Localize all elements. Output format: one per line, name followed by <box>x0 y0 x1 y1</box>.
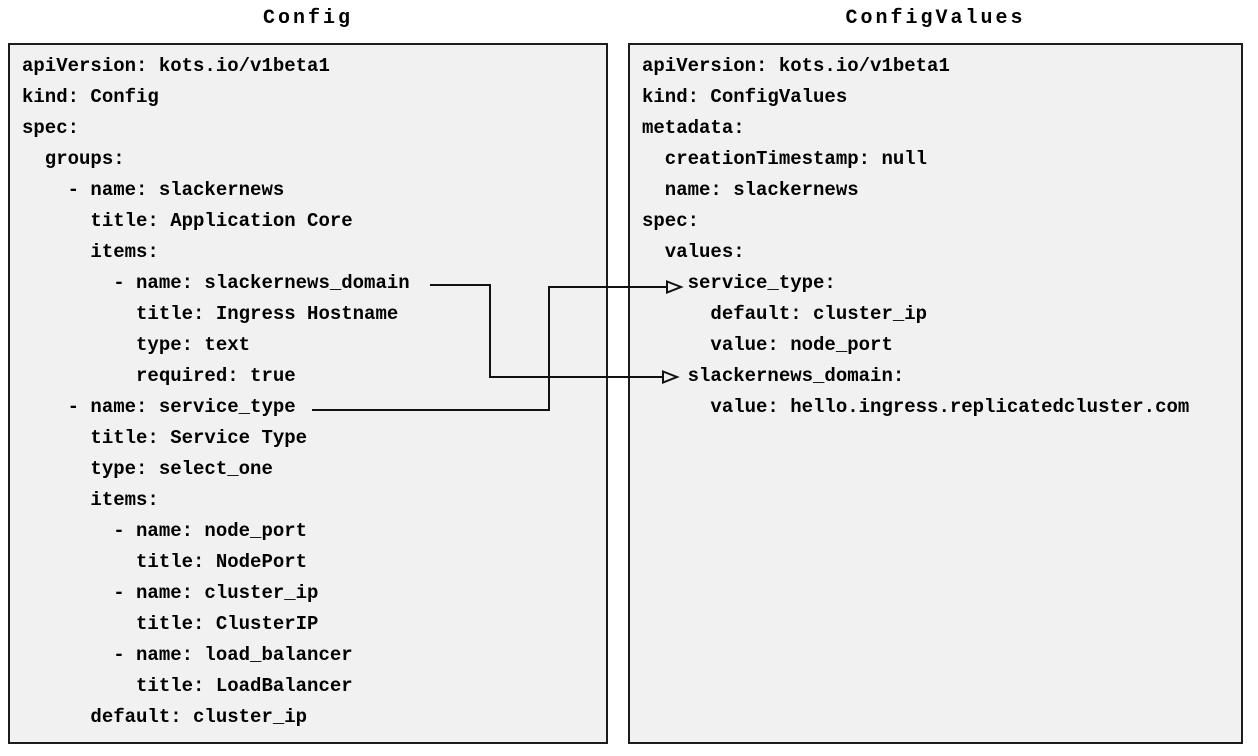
configvalues-yaml-panel: apiVersion: kots.io/v1beta1 kind: ConfigV… <box>628 43 1243 744</box>
code-line: title: LoadBalancer <box>22 675 353 697</box>
code-line: title: Ingress Hostname <box>22 303 399 325</box>
code-line: slackernews_domain: <box>642 365 905 387</box>
code-line: - name: node_port <box>22 520 308 542</box>
left-panel-title: Config <box>262 7 353 30</box>
code-line: metadata: <box>642 117 745 139</box>
code-line: required: true <box>22 365 296 387</box>
code-line: values: <box>642 241 745 263</box>
code-line: title: Application Core <box>22 210 353 232</box>
code-line: apiVersion: kots.io/v1beta1 <box>642 55 950 77</box>
code-line: title: Service Type <box>22 427 308 449</box>
code-line: value: node_port <box>642 334 893 356</box>
code-line: kind: ConfigValues <box>642 86 848 108</box>
code-line: - name: cluster_ip <box>22 582 319 604</box>
code-line: kind: Config <box>22 86 159 108</box>
config-yaml-panel: apiVersion: kots.io/v1beta1 kind: Config s… <box>8 43 608 744</box>
code-line: items: <box>22 489 159 511</box>
code-line: apiVersion: kots.io/v1beta1 <box>22 55 330 77</box>
code-line: - name: slackernews_domain <box>22 272 410 294</box>
code-line: groups: <box>22 148 125 170</box>
code-line: name: slackernews <box>642 179 859 201</box>
code-line: creationTimestamp: null <box>642 148 928 170</box>
code-line: title: NodePort <box>22 551 308 573</box>
code-line: type: text <box>22 334 251 356</box>
code-line: spec: <box>22 117 80 139</box>
code-line: spec: <box>642 210 700 232</box>
code-line: service_type: <box>642 272 836 294</box>
code-line: value: hello.ingress.replicatedcluster.c… <box>642 396 1190 418</box>
right-panel-title: ConfigValues <box>845 7 1026 30</box>
code-line: - name: load_balancer <box>22 644 353 666</box>
code-line: type: select_one <box>22 458 273 480</box>
code-line: title: ClusterIP <box>22 613 319 635</box>
code-line: default: cluster_ip <box>22 706 308 728</box>
code-line: items: <box>22 241 159 263</box>
code-line: default: cluster_ip <box>642 303 928 325</box>
code-line: - name: slackernews <box>22 179 285 201</box>
code-line: - name: service_type <box>22 396 296 418</box>
